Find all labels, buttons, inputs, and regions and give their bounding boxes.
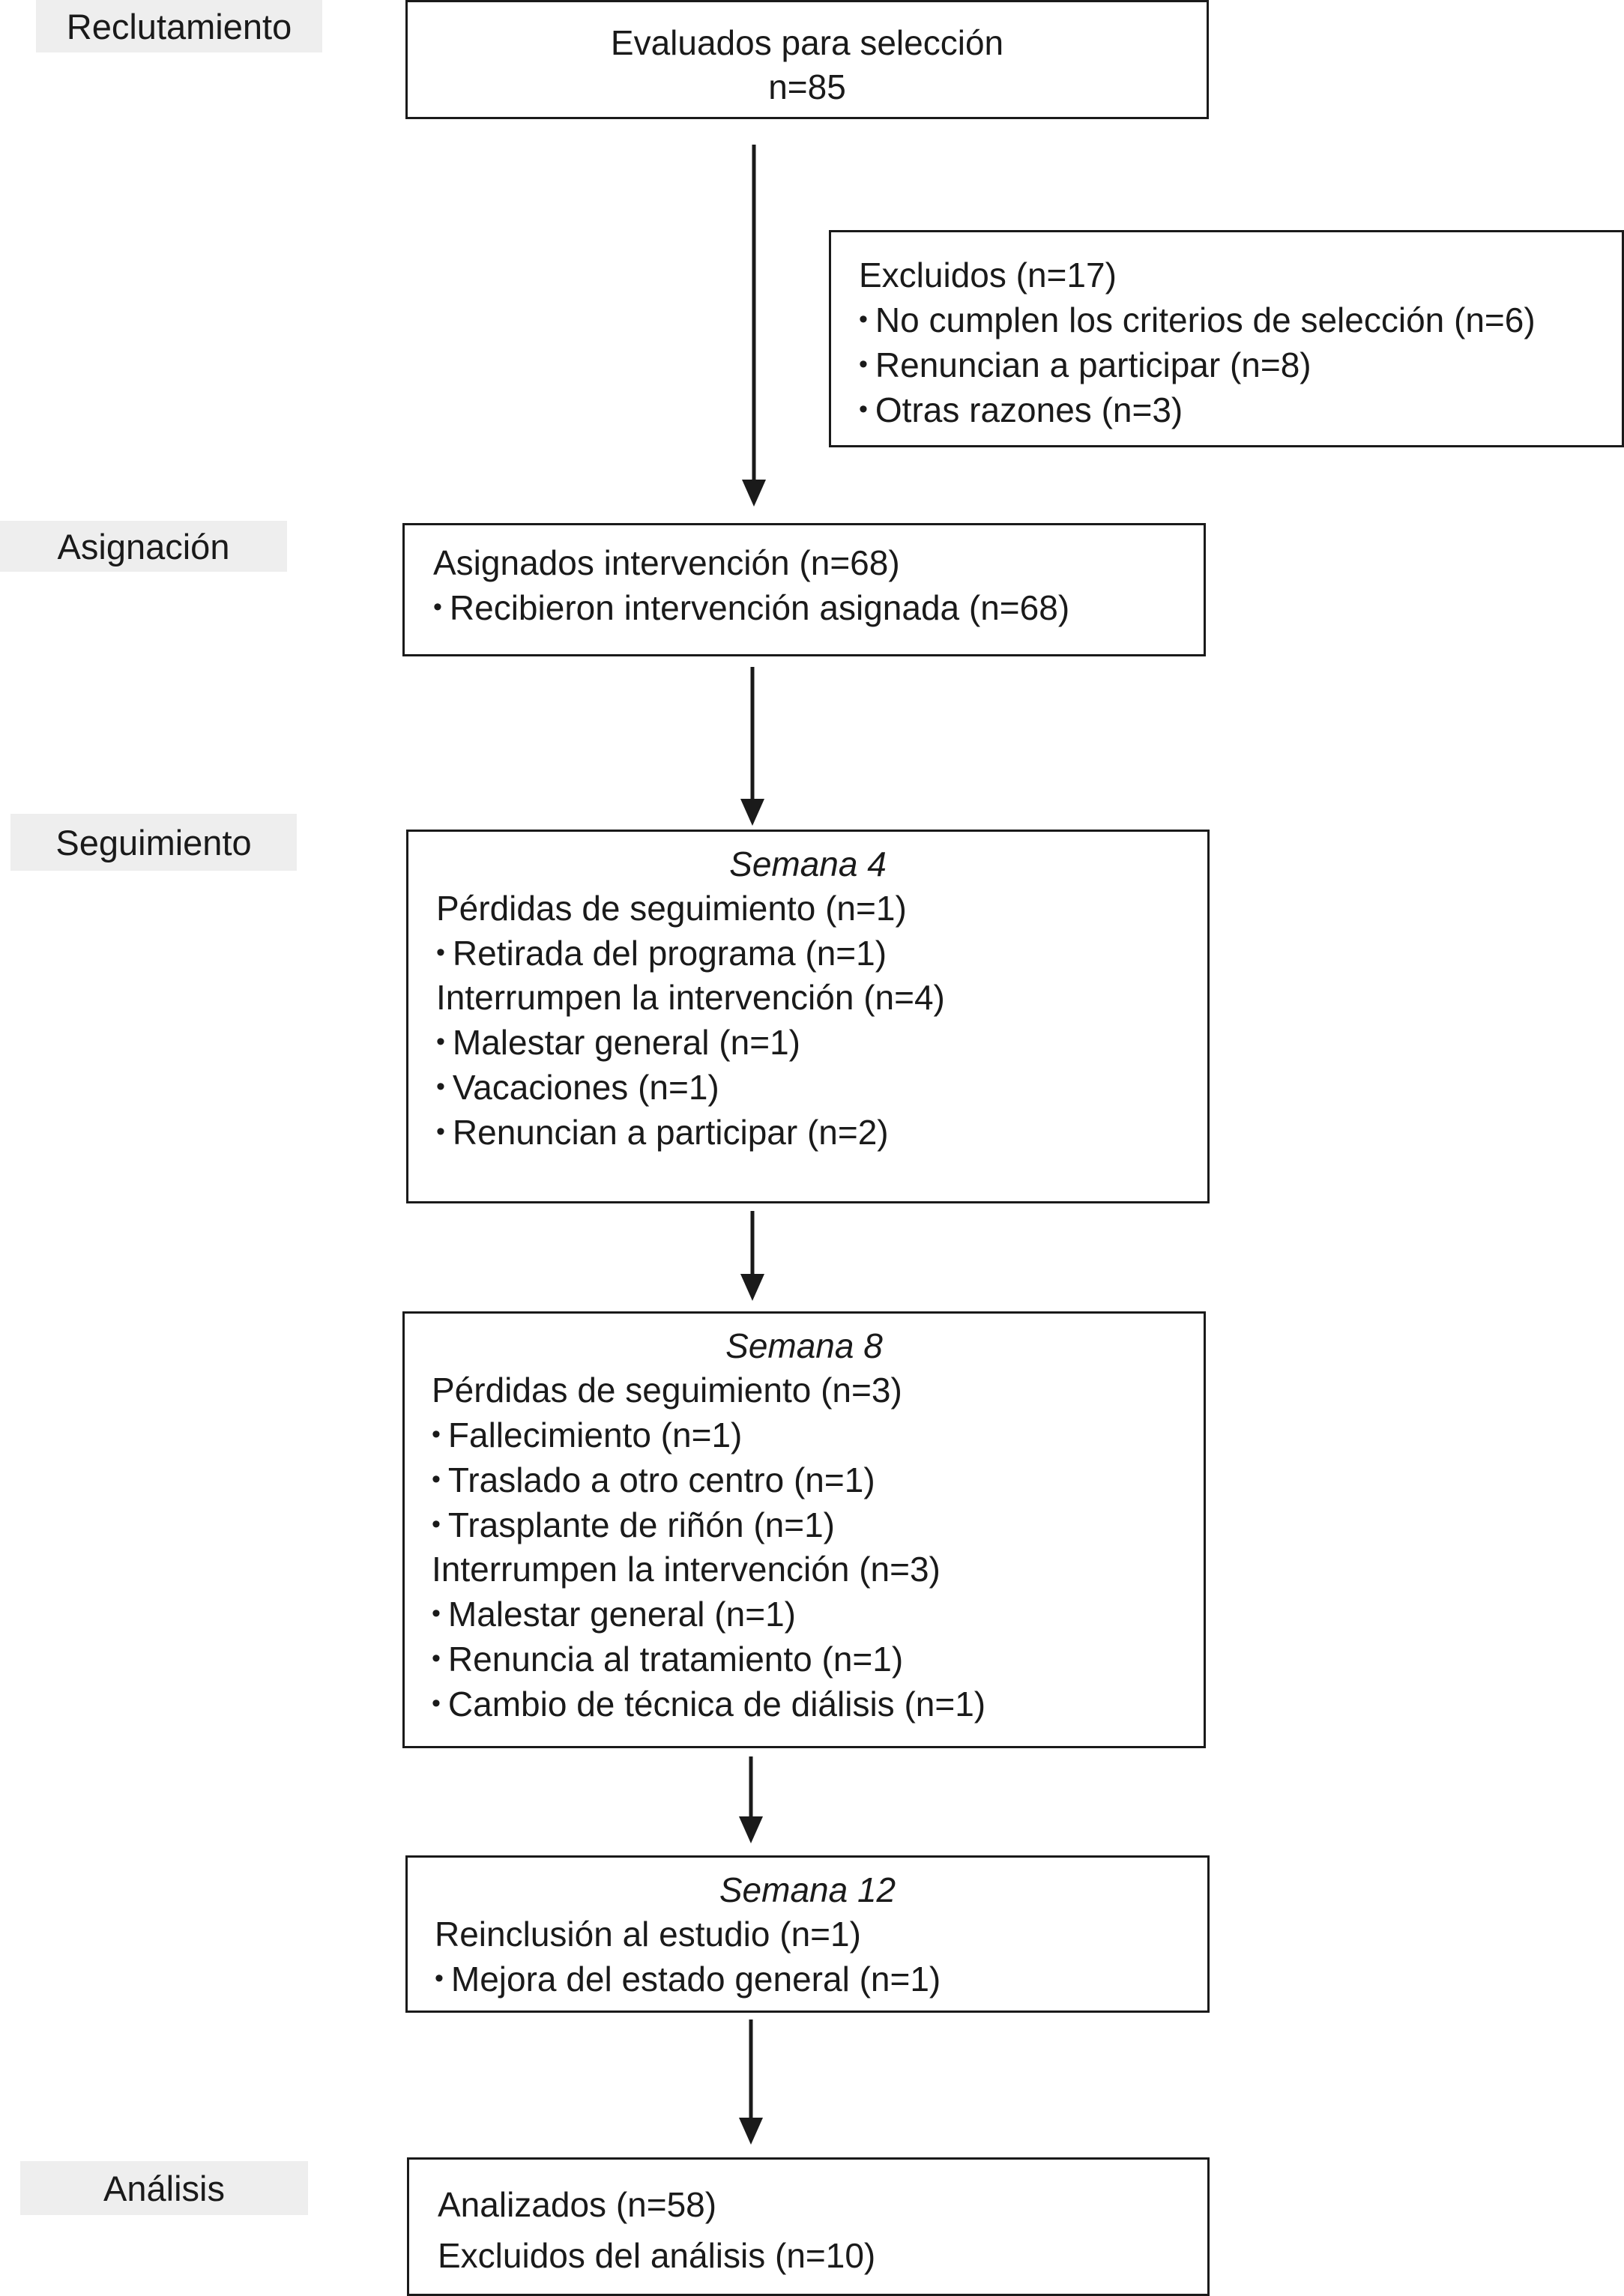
stage-label-allocation: Asignación [0, 521, 287, 572]
week8-lost-title: Pérdidas de seguimiento (n=3) [432, 1371, 902, 1410]
stage-label-follow-up: Seguimiento [10, 814, 297, 871]
allocated-box: Asignados intervención (n=68) Recibieron… [402, 523, 1206, 656]
analysis-excluded: Excluidos del análisis (n=10) [438, 2236, 876, 2275]
week12-item: Mejora del estado general (n=1) [435, 1957, 1207, 2002]
week8-interrupt-item: Renuncia al tratamiento (n=1) [432, 1637, 1204, 1682]
assessed-label: Evaluados para selección [610, 23, 1004, 62]
week8-box: Semana 8 Pérdidas de seguimiento (n=3) F… [402, 1311, 1206, 1748]
week4-interrupt-item: Renuncian a participar (n=2) [436, 1110, 1207, 1155]
week4-box: Semana 4 Pérdidas de seguimiento (n=1) R… [406, 830, 1210, 1203]
arrow-week8-to-week12 [739, 1756, 763, 1843]
excluded-title: Excluidos (n=17) [859, 256, 1117, 294]
week4-interrupt-title: Interrumpen la intervención (n=4) [436, 978, 945, 1017]
allocated-title: Asignados intervención (n=68) [433, 543, 900, 582]
week4-heading: Semana 4 [729, 845, 887, 883]
analysis-box: Analizados (n=58) Excluidos del análisis… [407, 2157, 1210, 2296]
week4-interrupt-item: Vacaciones (n=1) [436, 1065, 1207, 1110]
arrow-week4-to-week8 [740, 1211, 764, 1301]
week4-interrupt-item: Malestar general (n=1) [436, 1020, 1207, 1065]
assessed-count: n=85 [768, 67, 846, 106]
allocated-item: Recibieron intervención asignada (n=68) [433, 585, 1204, 630]
week12-box: Semana 12 Reinclusión al estudio (n=1) M… [405, 1855, 1210, 2013]
week8-lost-item: Trasplante de riñón (n=1) [432, 1502, 1204, 1547]
week8-lost-item: Traslado a otro centro (n=1) [432, 1457, 1204, 1502]
excluded-box: Excluidos (n=17) No cumplen los criterio… [829, 230, 1624, 447]
analysis-analyzed: Analizados (n=58) [438, 2185, 717, 2224]
arrow-week12-to-analysis [739, 2019, 763, 2145]
stage-label-recruitment: Reclutamiento [36, 0, 322, 52]
week4-lost-item: Retirada del programa (n=1) [436, 931, 1207, 976]
excluded-item: Renuncian a participar (n=8) [859, 342, 1622, 387]
week8-interrupt-item: Cambio de técnica de diálisis (n=1) [432, 1682, 1204, 1726]
week12-heading: Semana 12 [719, 1870, 896, 1909]
week4-lost-title: Pérdidas de seguimiento (n=1) [436, 889, 907, 928]
arrow-assessed-to-allocated [742, 145, 766, 507]
assessed-box: Evaluados para selección n=85 [405, 0, 1209, 119]
week8-lost-item: Fallecimiento (n=1) [432, 1413, 1204, 1457]
week8-interrupt-item: Malestar general (n=1) [432, 1592, 1204, 1637]
stage-label-analysis: Análisis [20, 2161, 308, 2215]
week8-interrupt-title: Interrumpen la intervención (n=3) [432, 1550, 941, 1589]
excluded-item: No cumplen los criterios de selección (n… [859, 297, 1622, 342]
arrow-allocated-to-week4 [740, 667, 764, 826]
week12-title: Reinclusión al estudio (n=1) [435, 1915, 861, 1954]
week8-heading: Semana 8 [725, 1326, 883, 1365]
excluded-item: Otras razones (n=3) [859, 387, 1622, 432]
